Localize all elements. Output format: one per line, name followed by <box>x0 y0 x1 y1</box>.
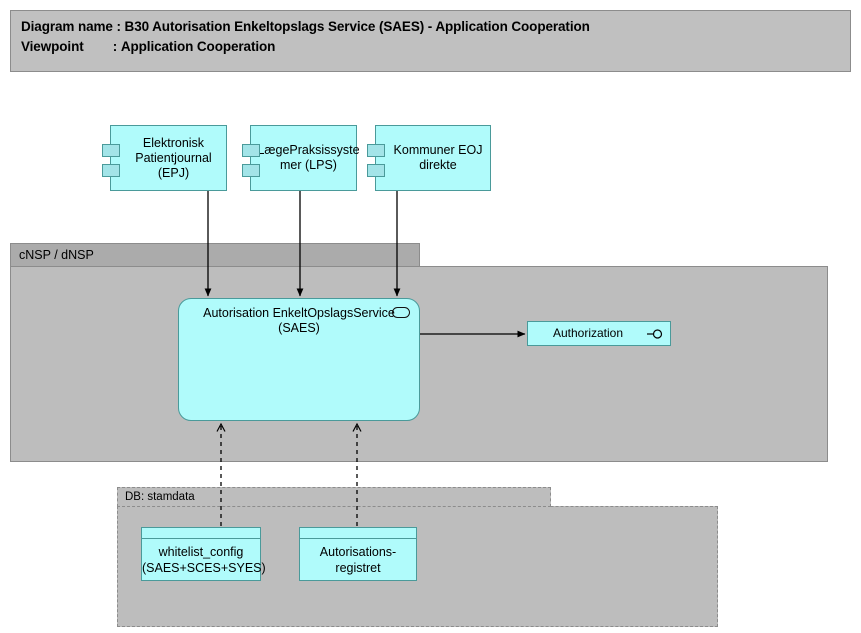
diagram-header-panel: Diagram name : B30 Autorisation Enkeltop… <box>10 10 851 72</box>
component-port-icon <box>102 164 120 177</box>
component-laegepraksissystemer[interactable]: LægePraksissyste mer (LPS) <box>242 125 360 191</box>
component-kommuner-eoj-direkte[interactable]: Kommuner EOJ direkte <box>367 125 491 191</box>
group-db-stamdata-tab: DB: stamdata <box>117 487 551 507</box>
data-object-label: whitelist_config (SAES+SCES+SYES) <box>142 545 266 575</box>
component-port-icon <box>102 144 120 157</box>
application-service-icon <box>392 307 410 318</box>
component-label: LægePraksissyste mer (LPS) <box>257 143 360 172</box>
data-object-header-band <box>142 528 260 539</box>
viewpoint-key: Viewpoint : <box>21 39 121 54</box>
component-port-icon <box>367 164 385 177</box>
component-elektronisk-patientjournal[interactable]: Elektronisk Patientjournal (EPJ) <box>102 125 227 191</box>
data-object-whitelist-config[interactable]: whitelist_config (SAES+SCES+SYES) <box>141 527 266 581</box>
group-cnsp-dnsp-label: cNSP / dNSP <box>19 248 94 262</box>
diagram-name-key: Diagram name : <box>21 19 125 34</box>
data-object-autorisationsregistret[interactable]: Autorisations- registret <box>299 527 417 581</box>
component-label: Elektronisk Patientjournal (EPJ) <box>135 135 212 180</box>
interface-authorization[interactable]: Authorization <box>527 321 671 346</box>
component-label: Kommuner EOJ direkte <box>393 143 483 172</box>
component-port-icon <box>242 144 260 157</box>
diagram-name-value: B30 Autorisation Enkeltopslags Service (… <box>124 19 590 34</box>
viewpoint-line: Viewpoint : Application Cooperation <box>21 39 275 54</box>
group-cnsp-dnsp-tab: cNSP / dNSP <box>10 243 420 267</box>
data-object-label: Autorisations- registret <box>319 545 397 575</box>
provided-interface-lollipop-icon <box>647 328 663 339</box>
interface-label: Authorization <box>552 326 624 340</box>
application-service-saes[interactable]: Autorisation EnkeltOpslagsService (SAES) <box>178 298 420 421</box>
diagram-name-line: Diagram name : B30 Autorisation Enkeltop… <box>21 19 590 34</box>
component-port-icon <box>367 144 385 157</box>
viewpoint-value: Application Cooperation <box>120 39 276 54</box>
group-db-stamdata-label: DB: stamdata <box>125 491 195 503</box>
component-port-icon <box>242 164 260 177</box>
data-object-header-band <box>300 528 416 539</box>
application-service-label: Autorisation EnkeltOpslagsService (SAES) <box>203 306 395 335</box>
